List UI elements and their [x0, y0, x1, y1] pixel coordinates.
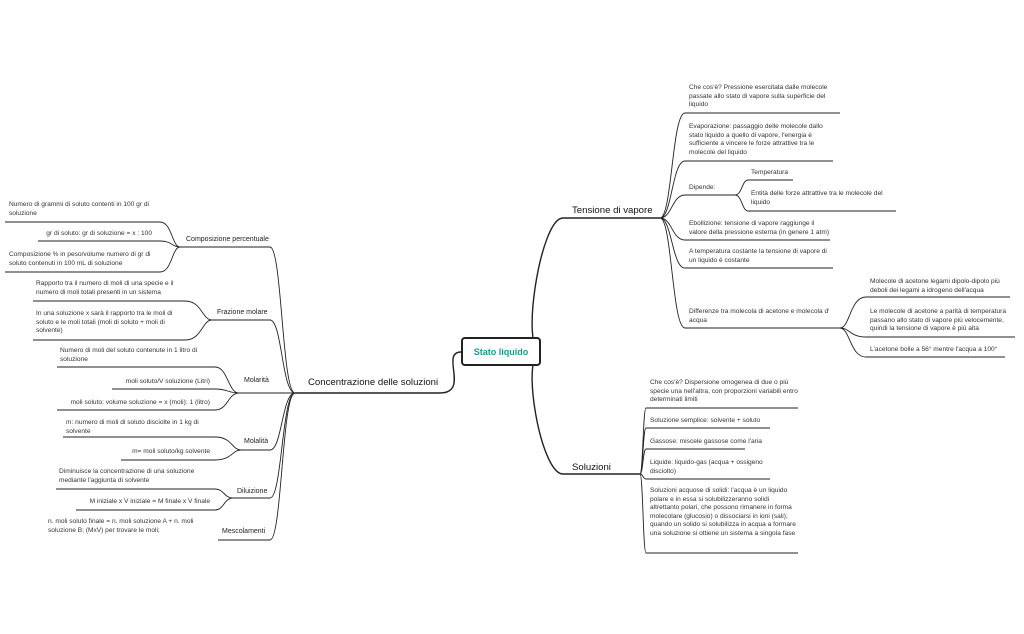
- root-label: Stato liquido: [473, 346, 529, 357]
- sub-frazione-molare[interactable]: Frazione molare: [217, 309, 268, 316]
- node-ebollizione[interactable]: Ebollizione: tensione di vapore raggiung…: [689, 220, 830, 236]
- node-diluizione-a[interactable]: Diminuisce la concentrazione di una solu…: [59, 468, 195, 484]
- node-molalita-a[interactable]: m: numero di moli di soluto disciolte in…: [66, 419, 199, 435]
- node-perc-a[interactable]: Numero di grammi di soluto contenti in 1…: [9, 201, 150, 217]
- node-temperatura-costante[interactable]: A temperatura costante la tensione di va…: [689, 248, 827, 264]
- node-dipende[interactable]: Dipende:: [689, 184, 716, 191]
- node-perc-c[interactable]: Composizione % in peso/volume numero di …: [9, 251, 151, 267]
- node-temperatura[interactable]: Temperatura: [751, 169, 789, 176]
- branch-tensione-di-vapore[interactable]: Tensione di vapore: [572, 205, 653, 216]
- node-evaporazione[interactable]: Evaporazione: passaggio delle molecole d…: [689, 123, 823, 156]
- node-molarita-a[interactable]: Numero di moli del soluto contenute in 1…: [60, 347, 198, 363]
- node-differenze[interactable]: Differenze tra molecola di acetone e mol…: [689, 308, 830, 324]
- node-tensione-cosa[interactable]: Che cos'è? Pressione esercitata dalle mo…: [689, 84, 828, 109]
- branch-concentrazione[interactable]: Concentrazione delle soluzioni: [308, 377, 439, 388]
- sub-molarita[interactable]: Molarità: [244, 377, 269, 384]
- node-differenze-3[interactable]: L'acetone bolle a 56° mentre l'acqua a 1…: [870, 346, 998, 353]
- node-frazione-a[interactable]: Rapporto tra il numero di moli di una sp…: [36, 280, 174, 296]
- node-soluzioni-cosa[interactable]: Che cos'è? Dispersione omogenea di due o…: [650, 379, 798, 404]
- node-molalita-b[interactable]: m= moli soluto/kg solvente: [132, 448, 210, 455]
- node-soluzione-semplice[interactable]: Soluzione semplice: solvente + soluto: [650, 417, 761, 424]
- node-diluizione-b[interactable]: M iniziale x V iniziale = M finale x V f…: [89, 498, 210, 505]
- root-node[interactable]: Stato liquido: [461, 337, 541, 366]
- node-mescolamenti-a[interactable]: n. moli soluto finale = n. moli soluzion…: [48, 518, 194, 534]
- node-frazione-b[interactable]: In una soluzione x sarà il rapporto tra …: [36, 310, 173, 335]
- node-soluzioni-acquose[interactable]: Soluzioni acquose di solidi: l'acqua è u…: [650, 487, 796, 537]
- branch-soluzioni[interactable]: Soluzioni: [572, 462, 611, 473]
- node-perc-b[interactable]: gr di soluto: gr di soluzione = x : 100: [46, 230, 152, 237]
- node-liquide[interactable]: Liquide: liquido-gas (acqua + ossigeno d…: [650, 459, 763, 475]
- sub-molalita[interactable]: Molalità: [244, 438, 269, 445]
- node-gassose[interactable]: Gassose: miscele gassose come l'aria: [650, 438, 762, 445]
- sub-composizione-percentuale[interactable]: Composizione percentuale: [186, 236, 269, 243]
- node-differenze-1[interactable]: Molecole di acetone legami dipolo-dipolo…: [870, 278, 1000, 294]
- node-entita-forze[interactable]: Entità delle forze attrattive tra le mol…: [751, 190, 883, 206]
- node-differenze-2[interactable]: Le molecole di acetone a parità di tempe…: [870, 308, 1006, 333]
- sub-mescolamenti[interactable]: Mescolamenti: [222, 528, 266, 535]
- node-molarita-c[interactable]: moli soluto: volume soluzione = x (moli)…: [70, 399, 210, 406]
- node-molarita-b[interactable]: moli soluto/V soluzione (Litri): [125, 378, 210, 385]
- sub-diluizione[interactable]: Diluizione: [237, 488, 268, 495]
